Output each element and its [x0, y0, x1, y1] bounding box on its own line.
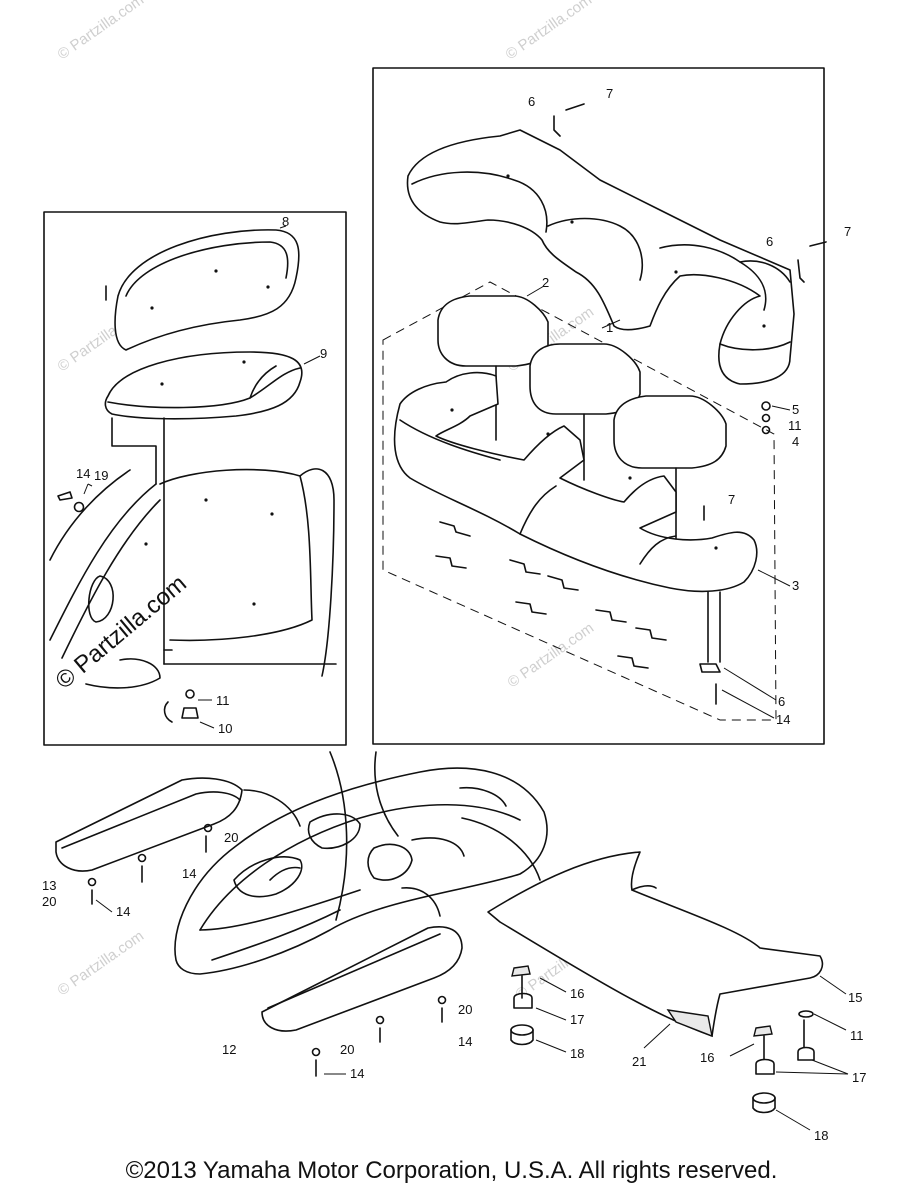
callout-20: 20	[42, 894, 56, 909]
right-inset-frame	[372, 67, 825, 745]
copyright-footer: ©2013 Yamaha Motor Corporation, U.S.A. A…	[125, 1157, 778, 1184]
cover-mat-part-15	[487, 851, 824, 1038]
callouts-left: 8 9 14 19 11 10	[76, 214, 327, 736]
boat-hull-illustration	[174, 767, 548, 975]
callout-20: 20	[458, 1002, 472, 1017]
callout-11: 11	[216, 693, 230, 708]
callout-19: 19	[94, 468, 108, 483]
callout-16: 16	[570, 986, 584, 1001]
callout-18: 18	[570, 1046, 584, 1061]
callout-14: 14	[116, 904, 130, 919]
seat-backrest-part-1	[406, 129, 795, 385]
dashed-assembly-outline	[382, 281, 777, 721]
callout-14: 14	[776, 712, 790, 727]
mounting-brackets	[435, 521, 721, 705]
callouts-right: 7 6 7 6 2 1 5 11 4 7 3 6 14	[526, 86, 851, 727]
callout-6: 6	[778, 694, 785, 709]
side-cushion-part-12	[261, 926, 463, 1077]
callout-11: 11	[850, 1028, 864, 1043]
backrest-part-8	[114, 229, 300, 351]
callout-20: 20	[224, 830, 238, 845]
callout-21: 21	[632, 1054, 646, 1069]
callout-9: 9	[320, 346, 327, 361]
routing-arrows	[243, 751, 541, 921]
side-cushion-part-13	[55, 777, 243, 905]
callout-14: 14	[76, 466, 90, 481]
callout-7: 7	[728, 492, 735, 507]
callout-14: 14	[350, 1066, 364, 1081]
watermark: © Partzilla.com	[55, 0, 148, 63]
right-hardware	[553, 103, 827, 521]
callout-8: 8	[282, 214, 289, 229]
callout-17: 17	[852, 1070, 866, 1085]
callout-1: 1	[606, 320, 613, 335]
callout-18: 18	[814, 1128, 828, 1143]
callout-3: 3	[792, 578, 799, 593]
seat-base-frame-part-3	[393, 371, 758, 593]
callout-13: 13	[42, 878, 56, 893]
seat-base-hull	[49, 285, 337, 689]
callout-6: 6	[528, 94, 535, 109]
callouts-bottom: 20 14 13 20 14 20 14 12 20 14 16 17 18 1…	[42, 830, 866, 1143]
seat-cushion-part-9	[104, 351, 303, 420]
callout-7: 7	[844, 224, 851, 239]
left-hardware	[57, 483, 215, 729]
callout-4: 4	[792, 434, 799, 449]
seat-cushions-part-2	[437, 295, 727, 541]
callout-12: 12	[222, 1042, 236, 1057]
callout-10: 10	[218, 721, 232, 736]
callout-16: 16	[700, 1050, 714, 1065]
callout-7: 7	[606, 86, 613, 101]
callout-14: 14	[458, 1034, 472, 1049]
callout-20: 20	[340, 1042, 354, 1057]
callout-2: 2	[542, 275, 549, 290]
bumper-parts-16-18	[510, 965, 815, 1114]
watermark: © Partzilla.com	[55, 927, 148, 999]
callout-6: 6	[766, 234, 773, 249]
watermark: © Partzilla.com	[503, 0, 596, 63]
watermark-logo: © Partzilla.com	[51, 570, 192, 695]
callout-11: 11	[788, 418, 802, 433]
left-inset-frame	[43, 211, 347, 746]
callout-14: 14	[182, 866, 196, 881]
callout-17: 17	[570, 1012, 584, 1027]
callout-5: 5	[792, 402, 799, 417]
callout-15: 15	[848, 990, 862, 1005]
